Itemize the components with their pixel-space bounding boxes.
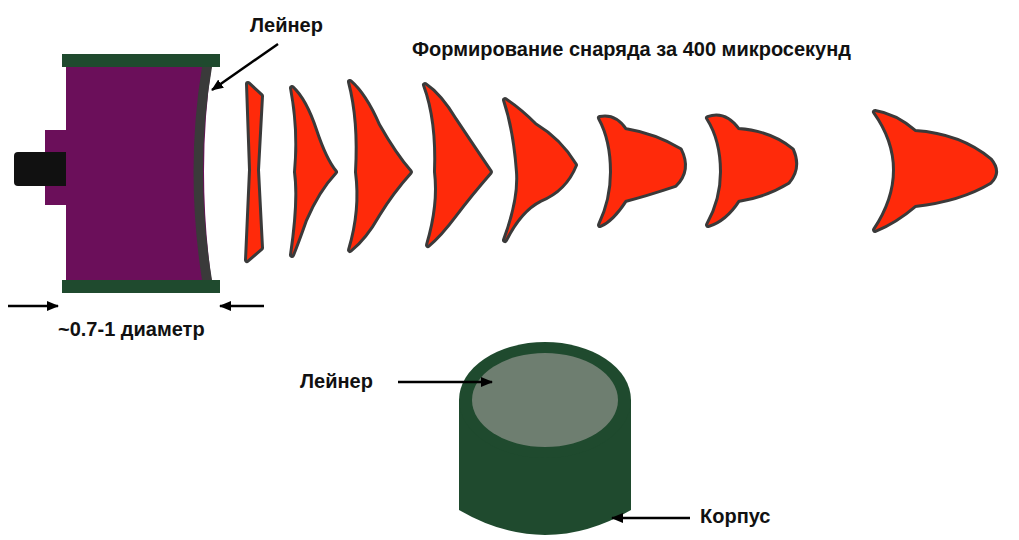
charge-cylinder <box>459 342 631 535</box>
leader-lines <box>8 44 690 518</box>
title-label: Формирование снаряда за 400 микросекунд <box>412 38 851 61</box>
casing-band <box>62 280 220 293</box>
explosive-fill <box>66 62 212 284</box>
casing-band <box>62 54 220 67</box>
casing-label: Корпус <box>700 505 770 528</box>
liner-label: Лейнер <box>250 14 323 37</box>
liner-face <box>472 353 618 447</box>
shaped-charge <box>14 54 220 293</box>
liner <box>194 67 213 280</box>
projectile-stages <box>247 82 995 260</box>
dimension-label: ~0.7-1 диаметр <box>58 318 205 341</box>
liner-label: Лейнер <box>300 370 373 393</box>
